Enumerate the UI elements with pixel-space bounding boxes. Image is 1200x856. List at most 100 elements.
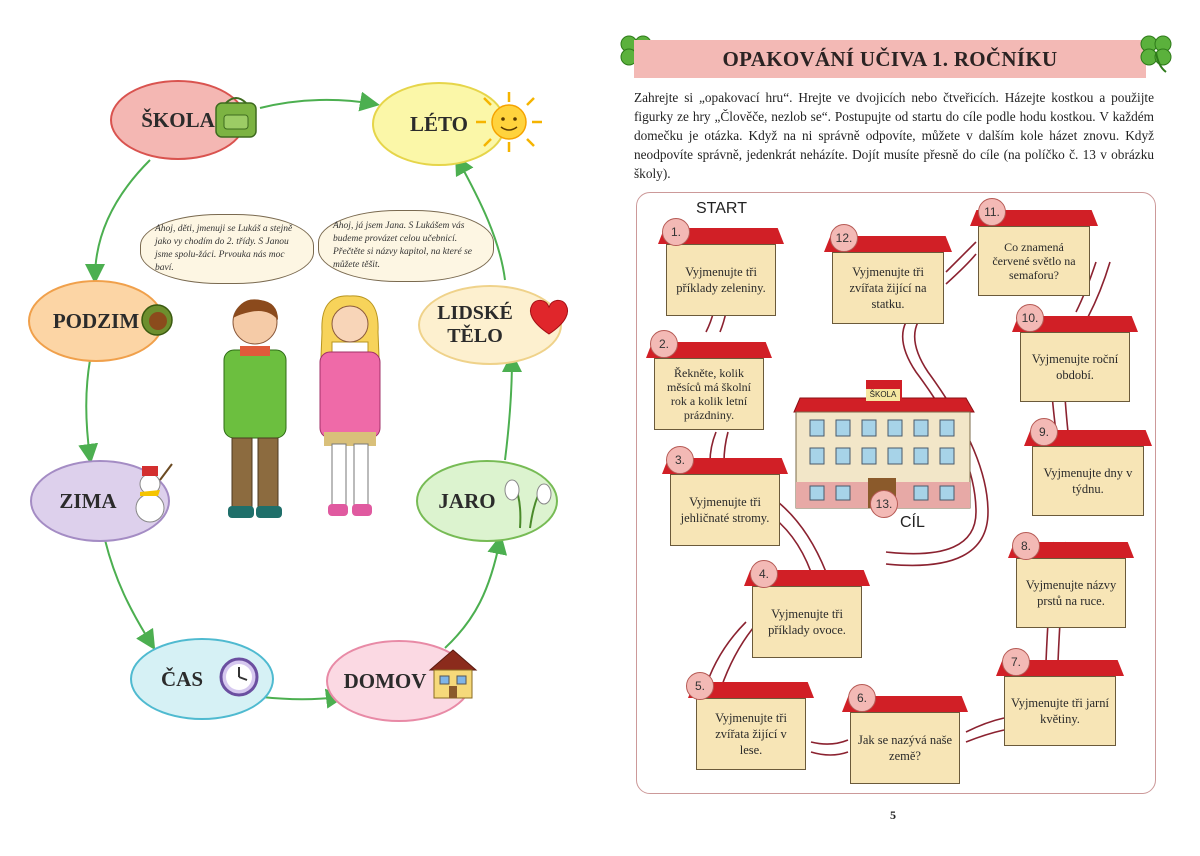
house-6: Jak se nazývá naše země? [842,696,968,784]
house-number-5: 5. [686,672,714,700]
house-number-5-text: 5. [694,679,705,693]
topic-skola: ŠKOLA [110,80,246,160]
house-number-4-text: 4. [758,567,769,581]
snowman-icon [135,463,173,523]
house-body: Co znamená červené světlo na semaforu? [978,226,1090,296]
house-10: Vyjmenujte roční období. [1012,316,1138,402]
house-body: Vyjmenujte tři příklady ovoce. [752,586,862,658]
goal-label-text: CÍL [900,514,925,531]
topic-lidske-telo: LIDSKÉ TĚLO [418,285,562,365]
house-body: Vyjmenujte tři jehličnaté stromy. [670,474,780,546]
house-number-4: 4. [750,560,778,588]
house-12: Vyjmenujte tři zvířata žijící na statku. [824,236,952,324]
house-body: Vyjmenujte dny v týdnu. [1032,446,1144,516]
topic-lidske-telo-label: LIDSKÉ TĚLO [437,302,513,347]
house-10-question: Vyjmenujte roční období. [1031,352,1119,382]
house-roof [688,682,814,698]
house-number-8: 8. [1012,532,1040,560]
page-number-text: 5 [890,808,896,822]
house-number-3-text: 3. [674,453,685,467]
topic-cycle-arrows [78,91,522,709]
house-number-13: 13. [870,490,898,518]
topic-domov-label: DOMOV [343,668,427,693]
house-7-question: Vyjmenujte tři jarní květiny. [1011,696,1109,726]
snowdrop-icon [504,479,552,529]
house-3-question: Vyjmenujte tři jehličnaté stromy. [680,495,770,525]
house-number-2-text: 2. [658,337,669,351]
topic-cas-label: ČAS [160,666,203,691]
house-body: Řekněte, kolik měsíců má školní rok a ko… [654,358,764,430]
house-body: Jak se nazývá naše země? [850,712,960,784]
clover-icon-right [1140,35,1172,73]
house-number-3: 3. [666,446,694,474]
house-2: Řekněte, kolik měsíců má školní rok a ko… [646,342,772,430]
house-9: Vyjmenujte dny v týdnu. [1024,430,1152,516]
school-sign-text: ŠKOLA [869,390,897,399]
school-bag-icon [215,97,257,138]
house-icon [428,649,478,699]
house-number-1-text: 1. [670,225,681,239]
house-11: Co znamená červené světlo na semaforu? [970,210,1098,296]
house-number-9: 9. [1030,418,1058,446]
house-body: Vyjmenujte tři zvířata žijící v lese. [696,698,806,770]
house-body: Vyjmenujte tři zvířata žijící na statku. [832,252,944,324]
house-1-question: Vyjmenujte tři příklady zeleniny. [676,265,766,295]
boy-lukas-illustration [223,299,287,518]
house-7: Vyjmenujte tři jarní květiny. [996,660,1124,746]
speech-text-jana: Ahoj, já jsem Jana. S Lukášem vás budeme… [333,221,473,270]
topic-skola-label: ŠKOLA [141,107,215,132]
house-11-question: Co znamená červené světlo na semaforu? [992,240,1076,282]
house-12-question: Vyjmenujte tři zvířata žijící na statku. [849,265,927,311]
sun-icon [476,92,542,152]
house-4-question: Vyjmenujte tři příklady ovoce. [768,607,846,637]
house-1: Vyjmenujte tři příklady zeleniny. [658,228,784,316]
school-sign: ŠKOLA [866,389,900,401]
start-label: START [696,200,747,218]
house-8-question: Vyjmenujte názvy prstů na ruce. [1025,578,1117,608]
game-instructions-text: Zahrejte si „opakovací hru“. Hrejte ve d… [634,90,1154,181]
goal-label: CÍL [900,514,925,532]
house-2-question: Řekněte, kolik měsíců má školní rok a ko… [667,366,751,422]
house-8: Vyjmenujte názvy prstů na ruce. [1008,542,1134,628]
house-number-8-text: 8. [1020,539,1031,553]
heart-icon [529,299,569,335]
house-number-7-text: 7. [1010,655,1021,669]
house-number-9-text: 9. [1038,425,1049,439]
page-title-text: OPAKOVÁNÍ UČIVA 1. ROČNÍKU [722,46,1058,71]
house-number-11-text: 11. [984,205,1000,219]
house-3: Vyjmenujte tři jehličnaté stromy. [662,458,788,546]
girl-jana-illustration [319,295,381,516]
house-5: Vyjmenujte tři zvířata žijící v lese. [688,682,814,770]
house-number-11: 11. [978,198,1006,226]
game-instructions: Zahrejte si „opakovací hru“. Hrejte ve d… [634,88,1154,183]
speech-text-lukas: Ahoj, děti, jmenuji se Lukáš a stejně ja… [155,224,293,273]
house-number-12: 12. [830,224,858,252]
house-number-7: 7. [1002,648,1030,676]
house-body: Vyjmenujte názvy prstů na ruce. [1016,558,1126,628]
house-body: Vyjmenujte tři jarní květiny. [1004,676,1116,746]
house-number-13-text: 13. [875,497,893,511]
house-4: Vyjmenujte tři příklady ovoce. [744,570,870,658]
house-number-1: 1. [662,218,690,246]
house-number-10: 10. [1016,304,1044,332]
topic-jaro-label: JARO [438,488,496,513]
page-number: 5 [890,808,896,823]
house-6-question: Jak se nazývá naše země? [857,733,953,763]
house-number-2: 2. [650,330,678,358]
page-title: OPAKOVÁNÍ UČIVA 1. ROČNÍKU [634,40,1146,78]
speech-bubble-jana: Ahoj, já jsem Jana. S Lukášem vás budeme… [318,210,494,282]
house-number-12-text: 12. [835,231,853,245]
topic-podzim-label: PODZIM [52,308,140,333]
topic-jaro: JARO [416,460,558,542]
topic-zima-label: ZIMA [59,488,117,513]
topic-leto-label: LÉTO [410,111,468,136]
speech-bubble-lukas: Ahoj, děti, jmenuji se Lukáš a stejně ja… [140,214,314,284]
house-number-6-text: 6. [856,691,867,705]
chestnut-icon [141,304,173,336]
house-number-6: 6. [848,684,876,712]
house-5-question: Vyjmenujte tři zvířata žijící v lese. [715,711,787,757]
game-board [636,192,1156,794]
house-number-10-text: 10. [1021,311,1039,325]
house-9-question: Vyjmenujte dny v týdnu. [1043,466,1133,496]
house-body: Vyjmenujte roční období. [1020,332,1130,402]
